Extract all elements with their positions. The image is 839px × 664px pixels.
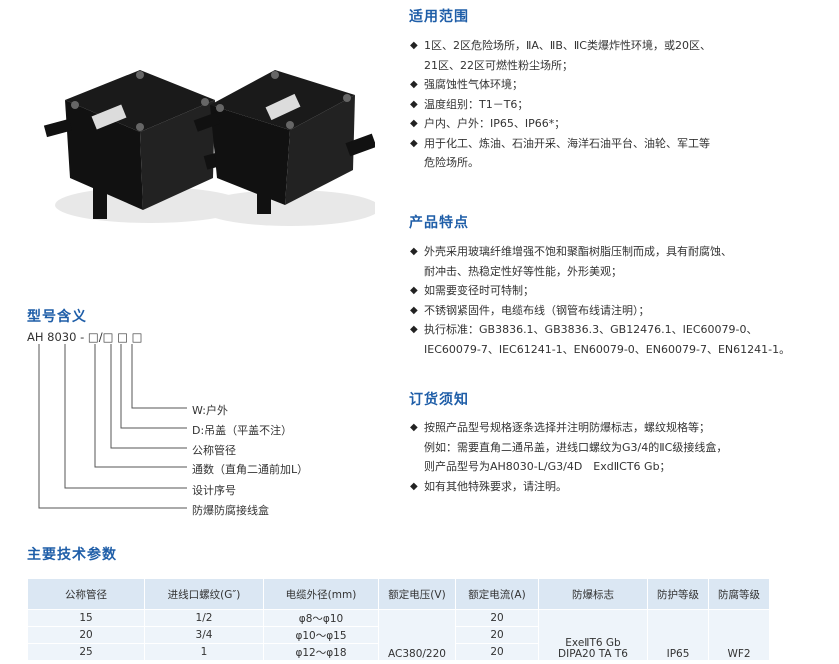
list-item: IEC60079-7、IEC61241-1、EN60079-0、EN60079-…: [424, 342, 791, 356]
list-item: 危险场所。: [424, 156, 479, 169]
table-cell: 20: [455, 609, 539, 627]
header-cell: 防护等级: [647, 578, 709, 610]
features-list: 外壳采用玻璃纤维增强不饱和聚酯树脂压制而成，具有耐腐蚀、 耐冲击、热稳定性好等性…: [410, 242, 820, 359]
list-item: 21区、22区可燃性粉尘场所；: [424, 58, 573, 72]
ex-mark-text: ExeⅡT6 Gb: [565, 637, 621, 649]
list-item: 如需要变径时可特制；: [410, 281, 820, 301]
ordering-title: 订货须知: [409, 392, 469, 408]
product-image: [43, 70, 375, 226]
list-item: 用于化工、炼油、石油开采、海洋石油平台、油轮、军工等: [410, 134, 810, 154]
model-label-product: 防爆防腐接线盒: [192, 504, 269, 517]
table-cell: 25: [27, 643, 145, 661]
table-cell: 1: [144, 643, 264, 661]
model-label-ways: 通数（直角二通前加L）: [192, 463, 309, 476]
table-cell: 1/2: [144, 609, 264, 627]
scope-list: 1区、2区危险场所，ⅡA、ⅡB、ⅡC类爆炸性环境，或20区、 21区、22区可燃…: [410, 36, 810, 173]
header-cell: 额定电压(V): [378, 578, 456, 610]
header-cell: 额定电流(A): [455, 578, 539, 610]
list-item: 耐冲击、热稳定性好等性能，外形美观；: [424, 264, 622, 278]
features-title: 产品特点: [409, 215, 469, 231]
table-cell: 15: [27, 609, 145, 627]
list-item: 强腐蚀性气体环境；: [410, 75, 810, 95]
table-cell: 20: [27, 626, 145, 644]
list-item: 则产品型号为AH8030-L/G3/4D ExdⅡCT6 Gb；: [424, 460, 671, 473]
list-item: 温度组别：T1－T6；: [410, 95, 810, 115]
header-cell: 公称管径: [27, 578, 145, 610]
list-item: 如有其他特殊要求，请注明。: [410, 477, 820, 497]
header-cell: 防腐等级: [708, 578, 770, 610]
table-cell: 20: [455, 626, 539, 644]
list-item: 户内、户外：IP65、IP66*；: [410, 114, 810, 134]
table-cell: 3/4: [144, 626, 264, 644]
list-item: 执行标准：GB3836.1、GB3836.3、GB12476.1、IEC6007…: [410, 320, 820, 340]
header-cell: 进线口螺纹(G″): [144, 578, 264, 610]
scope-title: 适用范围: [409, 9, 469, 25]
table-cell: φ12～φ18: [263, 643, 379, 661]
voltage-cell: AC380/220: [378, 609, 456, 661]
model-title: 型号含义: [27, 309, 87, 325]
ordering-list: 按照产品型号规格逐条选择并注明防爆标志，螺纹规格等； 例如：需要直角二通吊盖，进…: [410, 418, 820, 496]
header-cell: 电缆外径(mm): [263, 578, 379, 610]
table-cell: φ10～φ15: [263, 626, 379, 644]
anticorrosion-cell: WF2: [708, 609, 770, 661]
model-label-serial: 设计序号: [192, 484, 236, 497]
model-diagram-lines: [38, 344, 187, 509]
list-item: 例如：需要直角二通吊盖，进线口螺纹为G3/4的ⅡC级接线盒，: [424, 440, 728, 454]
model-label-cover: D:吊盖（平盖不注）: [192, 424, 293, 437]
specs-title: 主要技术参数: [27, 547, 117, 563]
ex-mark-text-2: DIPA20 TA T6: [558, 648, 628, 660]
model-label-diameter: 公称管径: [192, 444, 236, 457]
table-cell: φ8～φ10: [263, 609, 379, 627]
specs-table: 公称管径 进线口螺纹(G″) 电缆外径(mm) 额定电压(V) 额定电流(A) …: [27, 578, 770, 661]
protection-cell: IP65: [647, 609, 709, 661]
header-cell: 防爆标志: [538, 578, 648, 610]
list-item: 1区、2区危险场所，ⅡA、ⅡB、ⅡC类爆炸性环境，或20区、: [410, 36, 810, 56]
list-item: 不锈钢紧固件，电缆布线（钢管布线请注明）；: [410, 301, 820, 321]
model-label-outdoor: W:户外: [192, 404, 228, 417]
junction-box-right: [193, 70, 375, 226]
table-cell: 20: [455, 643, 539, 661]
table-header-row: 公称管径 进线口螺纹(G″) 电缆外径(mm) 额定电压(V) 额定电流(A) …: [27, 578, 770, 610]
table-row: 25 1 φ12～φ18 20: [27, 643, 770, 661]
list-item: 外壳采用玻璃纤维增强不饱和聚酯树脂压制而成，具有耐腐蚀、: [410, 242, 820, 262]
list-item: 按照产品型号规格逐条选择并注明防爆标志，螺纹规格等；: [410, 418, 820, 438]
model-code: AH 8030 - □/□ □ □: [27, 330, 143, 344]
